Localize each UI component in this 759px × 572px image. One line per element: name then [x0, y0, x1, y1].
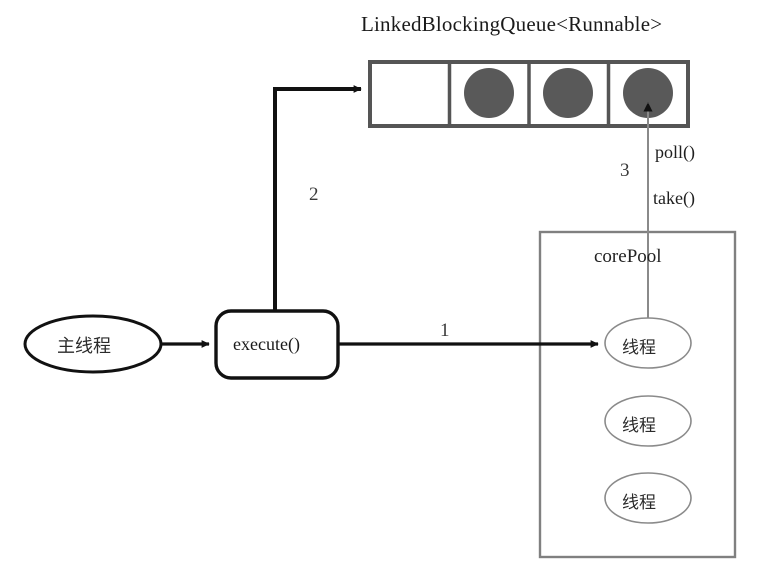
queue-task-circle [623, 68, 673, 118]
take-label: take() [653, 188, 695, 208]
thread-label-3: 线程 [622, 493, 656, 513]
queue-task-circle [543, 68, 593, 118]
queue-group [368, 60, 690, 128]
queue-title: LinkedBlockingQueue<Runnable> [361, 12, 663, 36]
thread-ellipse-2 [604, 395, 692, 447]
edge-label-3: 3 [620, 160, 630, 181]
execute-label: execute() [233, 334, 300, 354]
arrow-execute-to-queue [273, 85, 362, 311]
edge-label-2: 2 [309, 184, 319, 205]
thread-label-1: 线程 [622, 338, 656, 358]
core-pool-label: corePool [594, 246, 662, 267]
main-thread-ellipse [23, 314, 163, 374]
core-pool-group [538, 230, 737, 559]
thread-label-2: 线程 [622, 416, 656, 436]
main-thread-label: 主线程 [57, 336, 111, 357]
thread-ellipse-3 [604, 472, 692, 524]
queue-task-circle [464, 68, 514, 118]
edge-label-1: 1 [440, 320, 450, 341]
poll-label: poll() [655, 142, 695, 162]
